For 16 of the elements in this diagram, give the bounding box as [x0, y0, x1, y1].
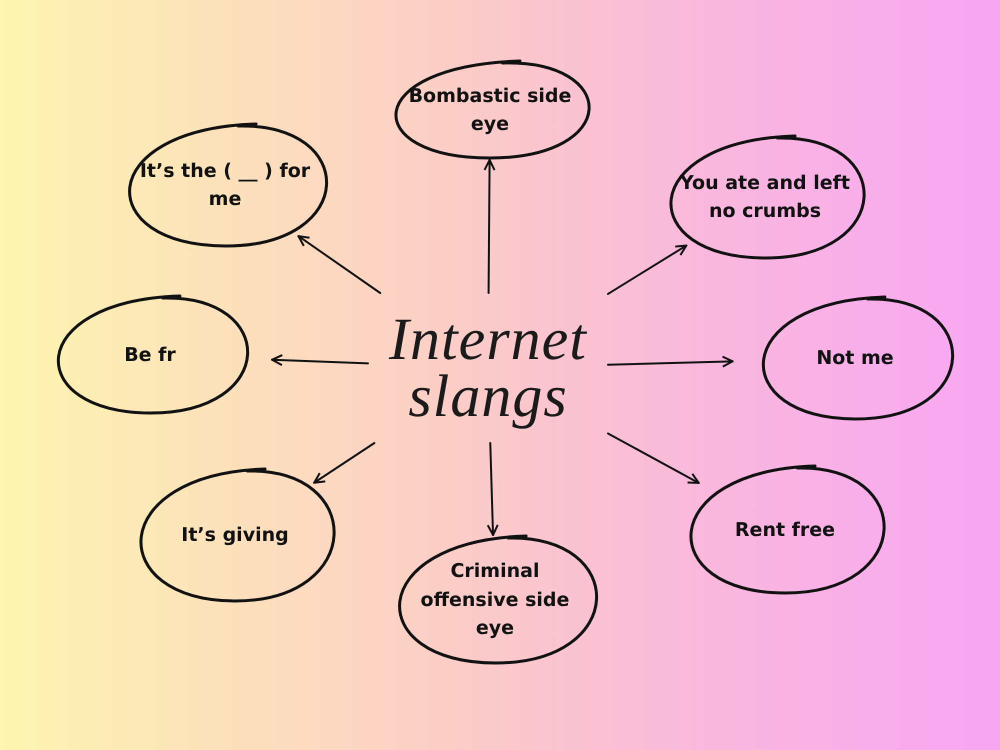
slang-text: It’s giving	[181, 522, 289, 548]
arrow	[486, 442, 499, 536]
arrow	[607, 432, 700, 484]
slang-text: Not me	[816, 346, 894, 371]
slang-text: Rent free	[734, 518, 836, 543]
arrow	[607, 244, 688, 295]
slang-text: You ate and left no crumbs	[680, 170, 850, 224]
slang-text: It’s the ( __ ) for me	[138, 158, 312, 212]
arrow	[607, 356, 734, 368]
slang-text: Be fr	[124, 342, 176, 368]
arrow	[313, 442, 376, 484]
arrow	[484, 159, 496, 294]
slang-text: Criminal offensive side eye	[420, 559, 570, 642]
arrow	[271, 354, 369, 366]
slang-text: Bombastic side eye	[408, 84, 572, 137]
arrow	[297, 235, 382, 294]
